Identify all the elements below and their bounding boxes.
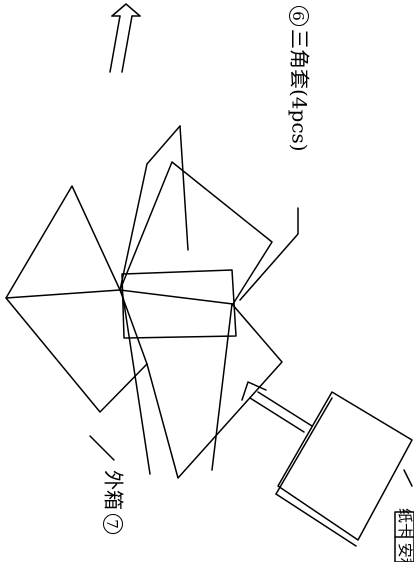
sleeve-label-text: 三角套(4pcs) — [287, 29, 312, 152]
carton-label-text: 外箱 — [101, 470, 126, 510]
carton-label: 外箱 7 — [101, 470, 127, 534]
leader-line-card — [403, 469, 413, 487]
carton-label-number: 7 — [103, 514, 124, 534]
insert-arrow-icon — [241, 381, 313, 433]
sleeve-label: 6 三角套(4pcs) — [287, 6, 313, 152]
sleeve-label-number: 6 — [289, 6, 310, 26]
card-label: 纸卡 安利 — [394, 508, 414, 562]
direction-arrow-icon — [109, 3, 141, 73]
leader-line-sleeve — [239, 207, 299, 301]
box-flaps — [119, 125, 283, 479]
card-label-text: 纸卡 安利 — [396, 508, 414, 562]
inner-sleeve — [121, 269, 237, 339]
outer-box — [5, 185, 148, 413]
card-stack — [275, 391, 413, 547]
leader-line-carton — [89, 435, 115, 461]
